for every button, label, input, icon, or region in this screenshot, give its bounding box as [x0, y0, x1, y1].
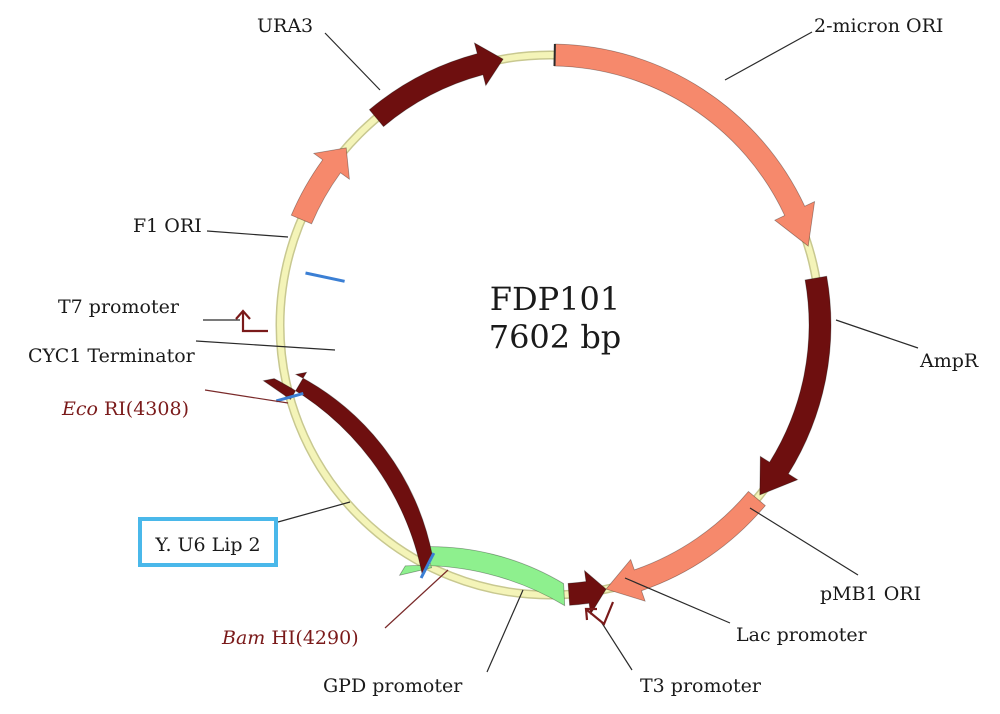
feature-lac-promoter	[567, 569, 607, 616]
leader-ampr	[835, 319, 919, 349]
label-t7-promoter: T7 promoter	[58, 296, 180, 318]
leader-gpd	[486, 589, 524, 673]
leader-insert	[277, 501, 351, 523]
label-2-micron-ori: 2-micron ORI	[814, 15, 943, 37]
feature-f1-ori	[290, 147, 350, 225]
label-cyc1-terminator: CYC1 Terminator	[28, 345, 196, 367]
label-t3-promoter: T3 promoter	[640, 675, 762, 697]
leader-2-micron	[724, 31, 813, 81]
label-ura3: URA3	[257, 15, 313, 37]
label-y-u6-lip2: Y. U6 Lip 2	[154, 534, 260, 556]
ecori-site-tick	[275, 391, 304, 403]
label-ecori: Eco RI(4308)	[61, 398, 189, 420]
feature-y-u6-lip2	[262, 371, 433, 577]
label-gpd-promoter: GPD promoter	[323, 675, 463, 697]
leader-lac	[624, 577, 731, 624]
leader-pmb1	[749, 507, 859, 576]
leader-f1	[206, 230, 289, 238]
leader-ura3	[324, 32, 381, 91]
leader-cyc1	[195, 340, 336, 351]
insert-highlight-box	[138, 517, 278, 567]
feature-ura3	[368, 42, 504, 128]
feature-pmb1-ori	[605, 490, 766, 602]
label-lac-promoter: Lac promoter	[736, 624, 868, 646]
leader-ecori	[204, 389, 289, 404]
t3-promoter-arrow-icon	[584, 601, 615, 626]
plasmid-size: 7602 bp	[489, 318, 622, 356]
bamhi-site-tick	[419, 552, 436, 579]
label-ampr: AmpR	[919, 350, 979, 372]
label-pmb1-ori: pMB1 ORI	[820, 583, 921, 605]
t7-promoter-arrow-icon	[235, 309, 268, 333]
plasmid-name: FDP101	[490, 280, 620, 318]
cyc1-terminator-tick	[305, 271, 345, 283]
feature-ampr	[759, 275, 832, 496]
label-bamhi: Bam HI(4290)	[221, 627, 359, 649]
feature-2-micron-ori	[554, 43, 816, 247]
leader-bamhi	[384, 569, 449, 629]
leader-t3	[599, 619, 633, 671]
label-f1-ori: F1 ORI	[133, 215, 202, 237]
